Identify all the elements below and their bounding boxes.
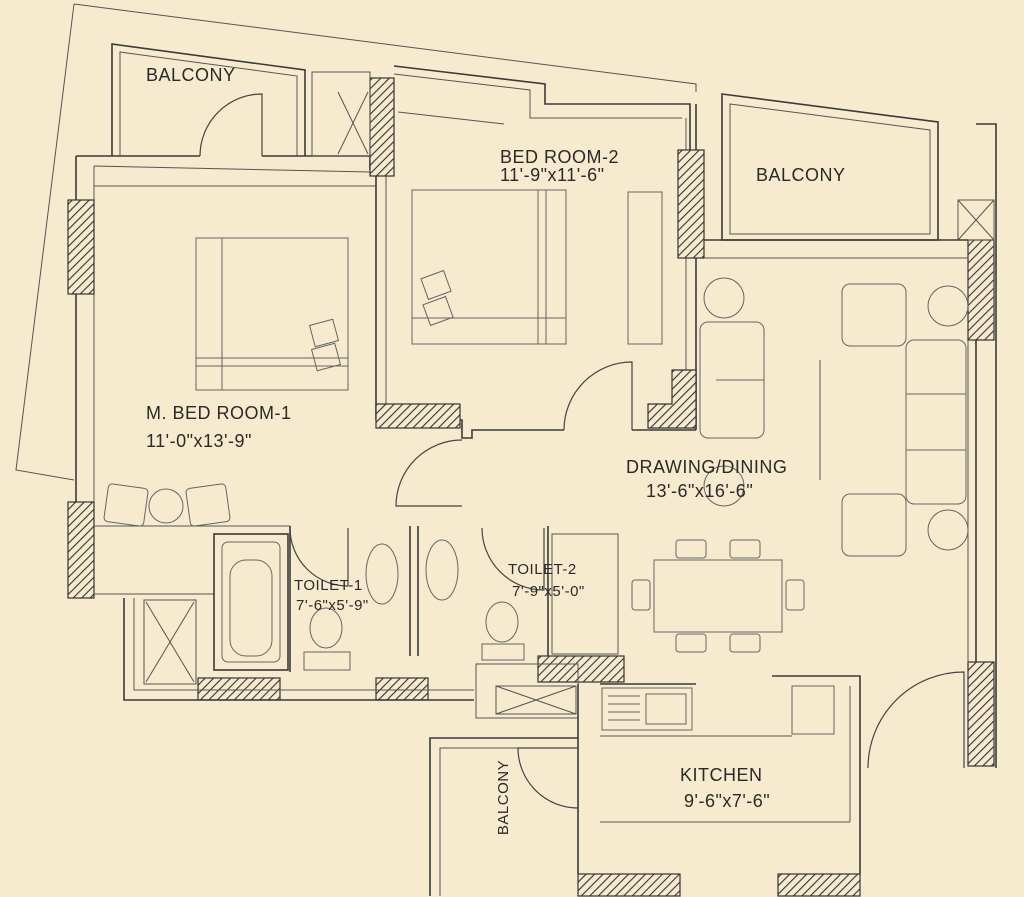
kitchen-duct-x2 bbox=[495, 685, 577, 715]
balcony-kitchen-label: BALCONY bbox=[495, 759, 513, 836]
master-bedroom-size: 11'-0"x13'-9" bbox=[146, 431, 252, 451]
duct-bottom-x2 bbox=[145, 601, 195, 683]
toilet1-size: 7'-6"x5'-9" bbox=[296, 597, 369, 614]
toilets-bottom-wall bbox=[123, 598, 474, 701]
armchair-1 bbox=[841, 283, 907, 347]
wc1-bowl bbox=[309, 607, 343, 649]
balcony-top-right-inner bbox=[729, 103, 931, 235]
dining-chair-4 bbox=[729, 633, 761, 653]
wall-hatch-5 bbox=[375, 403, 461, 429]
side-table-2 bbox=[703, 465, 745, 507]
wall-hatch-13 bbox=[777, 873, 861, 897]
wall-hatch-4 bbox=[677, 149, 705, 259]
toilet1-name: TOILET-1 bbox=[294, 577, 363, 594]
kitchen-sink-bowl bbox=[645, 693, 687, 725]
right-shaft bbox=[976, 123, 997, 768]
wardrobe-bed2 bbox=[397, 111, 505, 125]
side-table-3 bbox=[927, 285, 969, 327]
wall-hatch-11 bbox=[537, 655, 625, 683]
toilet2-size: 7'-9"x5'-0" bbox=[512, 583, 585, 600]
shaft-x2 bbox=[957, 199, 995, 241]
washbasin-2 bbox=[425, 539, 459, 601]
door-master-bedroom bbox=[395, 439, 463, 507]
bedroom2-top-wall bbox=[393, 65, 691, 150]
chair-1 bbox=[103, 483, 149, 527]
bedroom2-name: BED ROOM-2 bbox=[500, 147, 620, 167]
master-bedroom-top-inner bbox=[93, 165, 371, 173]
balcony-top-left-label: BALCONY bbox=[146, 65, 236, 85]
washbasin-1 bbox=[365, 543, 399, 605]
door-entrance bbox=[867, 671, 965, 769]
dining-chair-5 bbox=[631, 579, 651, 611]
kitchen-name: KITCHEN bbox=[680, 765, 763, 785]
door-master-balcony bbox=[199, 93, 263, 157]
stool bbox=[148, 488, 184, 524]
kitchen-balcony-wall bbox=[429, 737, 578, 896]
door-bedroom2 bbox=[563, 361, 633, 431]
kitchen-size: 9'-6"x7'-6" bbox=[684, 791, 771, 811]
drawing-dining-size: 13'-6"x16'-6" bbox=[646, 481, 754, 501]
bathtub-inner bbox=[229, 559, 273, 657]
master-pillow2 bbox=[310, 342, 342, 372]
master-bedroom-wall-2 bbox=[262, 155, 371, 170]
kitchen-sink bbox=[601, 687, 693, 731]
kitchen-right-wall bbox=[772, 675, 861, 874]
wc1-tank bbox=[303, 651, 351, 671]
dining-chair-1 bbox=[675, 539, 707, 559]
bed2 bbox=[411, 189, 567, 345]
toilets-bottom-inner bbox=[133, 598, 474, 691]
chair-2 bbox=[185, 483, 231, 527]
dining-chair-3 bbox=[675, 633, 707, 653]
terrace-outline-left bbox=[15, 3, 75, 481]
shaft-box bbox=[957, 199, 995, 241]
bed2-pillow1 bbox=[420, 269, 452, 301]
bathtub bbox=[221, 541, 281, 663]
wall-hatch-1 bbox=[369, 77, 395, 177]
duct-top bbox=[311, 71, 371, 157]
balcony-top-right-label: BALCONY bbox=[756, 165, 846, 185]
wall-hatch-3 bbox=[67, 501, 95, 599]
dining-chair-2 bbox=[729, 539, 761, 559]
armchair-2 bbox=[841, 493, 907, 557]
duct-top-x2 bbox=[337, 91, 369, 155]
master-pillow1 bbox=[308, 318, 340, 348]
wall-hatch-6 bbox=[647, 369, 697, 429]
wall-hatch-9 bbox=[197, 677, 281, 701]
drawing-dining-name: DRAWING/DINING bbox=[626, 457, 788, 477]
shower-area bbox=[551, 533, 619, 655]
toilet2-name: TOILET-2 bbox=[508, 561, 577, 578]
wall-hatch-8 bbox=[967, 661, 995, 767]
side-table-1 bbox=[703, 277, 745, 319]
dining-chair-6 bbox=[785, 579, 805, 611]
master-bed bbox=[195, 237, 349, 391]
bedroom2-size: 11'-9"x11'-6" bbox=[500, 165, 605, 185]
sofa-3-seater bbox=[905, 339, 967, 505]
kitchen-duct-inner bbox=[495, 685, 577, 715]
side-table-4 bbox=[927, 509, 969, 551]
bed2-pillow2 bbox=[422, 295, 454, 327]
bed2-side-unit bbox=[627, 191, 663, 345]
wall-hatch-12 bbox=[577, 873, 681, 897]
wall-hatch-2 bbox=[67, 199, 95, 295]
wall-hatch-10 bbox=[375, 677, 429, 701]
door-toilet-1 bbox=[289, 527, 349, 587]
fridge bbox=[791, 685, 835, 735]
door-kitchen-balcony bbox=[517, 747, 579, 809]
balcony-top-left-inner bbox=[119, 51, 298, 156]
wc2-tank bbox=[481, 643, 525, 661]
bathtub-frame bbox=[213, 533, 289, 671]
wall-hatch-7 bbox=[967, 239, 995, 341]
dining-table bbox=[653, 559, 783, 633]
terrace-outline bbox=[73, 3, 697, 92]
wc2-bowl bbox=[485, 601, 519, 643]
balcony-top-left-wall bbox=[111, 43, 306, 156]
master-bedroom-name: M. BED ROOM-1 bbox=[146, 403, 292, 423]
door-toilet-2 bbox=[481, 527, 545, 591]
bedroom2-top-wall-inner bbox=[393, 73, 682, 119]
duct-bottom bbox=[143, 599, 197, 685]
